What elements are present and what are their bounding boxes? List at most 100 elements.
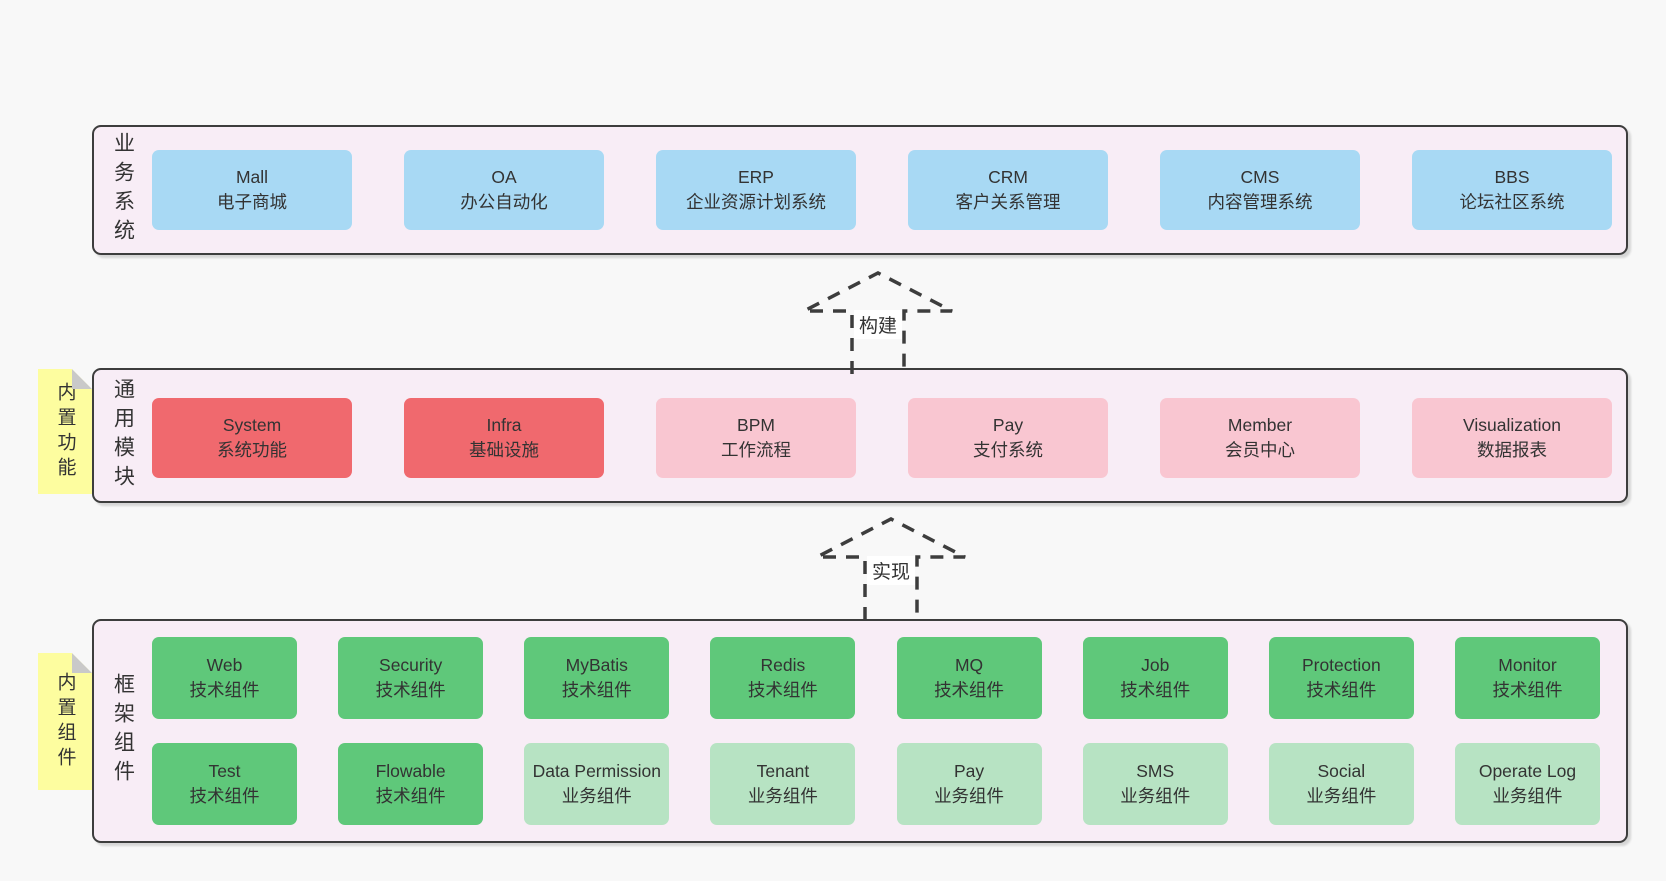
layer-label-business: 业务系统 <box>111 132 135 248</box>
box-subtitle: 数据报表 <box>1477 440 1547 460</box>
dashed-up-arrow-icon <box>816 517 966 620</box>
box-subtitle: 论坛社区系统 <box>1459 192 1565 212</box>
box-oa: OA 办公自动化 <box>404 150 604 230</box>
box-title: CRM <box>988 167 1028 187</box>
arrow-build: 构建 <box>802 270 954 374</box>
note-text: 内置组件 <box>54 671 76 772</box>
box-subtitle: 技术组件 <box>189 680 260 700</box>
box-title: Job <box>1141 655 1170 675</box>
box-security: Security 技术组件 <box>338 637 484 719</box>
box-title: Protection <box>1301 655 1381 675</box>
box-title: Member <box>1227 415 1293 435</box>
modules-box-row: System 系统功能 Infra 基础设施 BPM 工作流程 Pay 支付系统 Member 会… <box>94 398 1626 478</box>
box-operate-log: Operate Log 业务组件 <box>1454 743 1600 825</box>
box-subtitle: 支付系统 <box>973 440 1043 460</box>
box-subtitle: 技术组件 <box>375 786 446 806</box>
box-title: Flowable <box>375 761 446 781</box>
box-system: System 系统功能 <box>152 398 352 478</box>
box-subtitle: 业务组件 <box>1120 786 1191 806</box>
box-crm: CRM 客户关系管理 <box>908 150 1108 230</box>
box-bpm: BPM 工作流程 <box>656 398 856 478</box>
box-subtitle: 技术组件 <box>1120 680 1191 700</box>
box-subtitle: 办公自动化 <box>460 192 548 212</box>
box-web: Web 技术组件 <box>152 637 297 719</box>
box-subtitle: 客户关系管理 <box>955 192 1061 212</box>
box-subtitle: 企业资源计划系统 <box>686 192 826 212</box>
box-title: BBS <box>1494 167 1530 187</box>
box-erp: ERP 企业资源计划系统 <box>656 150 856 230</box>
box-sms: SMS 业务组件 <box>1082 743 1228 825</box>
box-title: OA <box>491 167 517 187</box>
box-title: SMS <box>1136 761 1175 781</box>
box-pay: Pay 支付系统 <box>908 398 1108 478</box>
box-subtitle: 业务组件 <box>1306 786 1377 806</box>
sticky-note-built-in-components: 内置组件 <box>38 653 92 790</box>
box-subtitle: 系统功能 <box>217 440 287 460</box>
box-title: CMS <box>1240 167 1280 187</box>
box-title: Infra <box>486 415 522 435</box>
box-title: MyBatis <box>565 655 628 675</box>
arrow-label-build: 构建 <box>853 310 903 339</box>
box-title: Social <box>1317 761 1366 781</box>
box-member: Member 会员中心 <box>1160 398 1360 478</box>
box-subtitle: 会员中心 <box>1225 440 1295 460</box>
box-bbs: BBS 论坛社区系统 <box>1412 150 1612 230</box>
box-mq: MQ 技术组件 <box>896 637 1042 719</box>
box-social: Social 业务组件 <box>1268 743 1414 825</box>
box-flowable: Flowable 技术组件 <box>338 743 484 825</box>
dashed-up-arrow-icon <box>803 271 953 374</box>
box-subtitle: 技术组件 <box>189 786 260 806</box>
layer-label-modules: 通用模块 <box>111 377 135 494</box>
box-mybatis: MyBatis 技术组件 <box>524 637 670 719</box>
box-redis: Redis 技术组件 <box>710 637 856 719</box>
box-visualization: Visualization 数据报表 <box>1412 398 1612 478</box>
box-subtitle: 技术组件 <box>1492 680 1563 700</box>
sticky-note-built-in-functions: 内置功能 <box>38 369 92 494</box>
box-title: Visualization <box>1463 415 1561 435</box>
box-subtitle: 工作流程 <box>721 440 791 460</box>
box-subtitle: 技术组件 <box>934 680 1005 700</box>
box-subtitle: 技术组件 <box>1306 680 1377 700</box>
box-subtitle: 基础设施 <box>469 440 539 460</box>
box-subtitle: 业务组件 <box>561 786 632 806</box>
box-title: Tenant <box>756 761 810 781</box>
box-title: ERP <box>738 167 774 187</box>
box-monitor: Monitor 技术组件 <box>1454 637 1600 719</box>
box-subtitle: 技术组件 <box>561 680 632 700</box>
note-fold-icon <box>72 369 92 389</box>
box-subtitle: 业务组件 <box>1492 786 1563 806</box>
box-title: BPM <box>737 415 775 435</box>
box-title: System <box>222 415 282 435</box>
box-subtitle: 内容管理系统 <box>1207 192 1313 212</box>
box-protection: Protection 技术组件 <box>1268 637 1414 719</box>
layer-common-modules: 通用模块 System 系统功能 Infra 基础设施 BPM 工作流程 Pay 支付系统 Me… <box>92 368 1628 503</box>
box-title: Web <box>206 655 243 675</box>
box-title: Monitor <box>1498 655 1557 675</box>
box-title: Operate Log <box>1478 761 1577 781</box>
box-title: Redis <box>760 655 806 675</box>
box-title: Pay <box>992 415 1024 435</box>
arrow-implement: 实现 <box>815 516 967 620</box>
note-text: 内置功能 <box>54 381 76 482</box>
layer-label-framework: 框架组件 <box>111 673 135 789</box>
box-title: MQ <box>954 655 984 675</box>
box-subtitle: 技术组件 <box>375 680 446 700</box>
box-infra: Infra 基础设施 <box>404 398 604 478</box>
box-subtitle: 技术组件 <box>747 680 818 700</box>
box-subtitle: 业务组件 <box>747 786 818 806</box>
box-job: Job 技术组件 <box>1082 637 1228 719</box>
box-title: Security <box>379 655 443 675</box>
box-subtitle: 电子商城 <box>217 192 287 212</box>
box-title: Pay <box>953 761 985 781</box>
arrow-label-implement: 实现 <box>866 556 916 585</box>
